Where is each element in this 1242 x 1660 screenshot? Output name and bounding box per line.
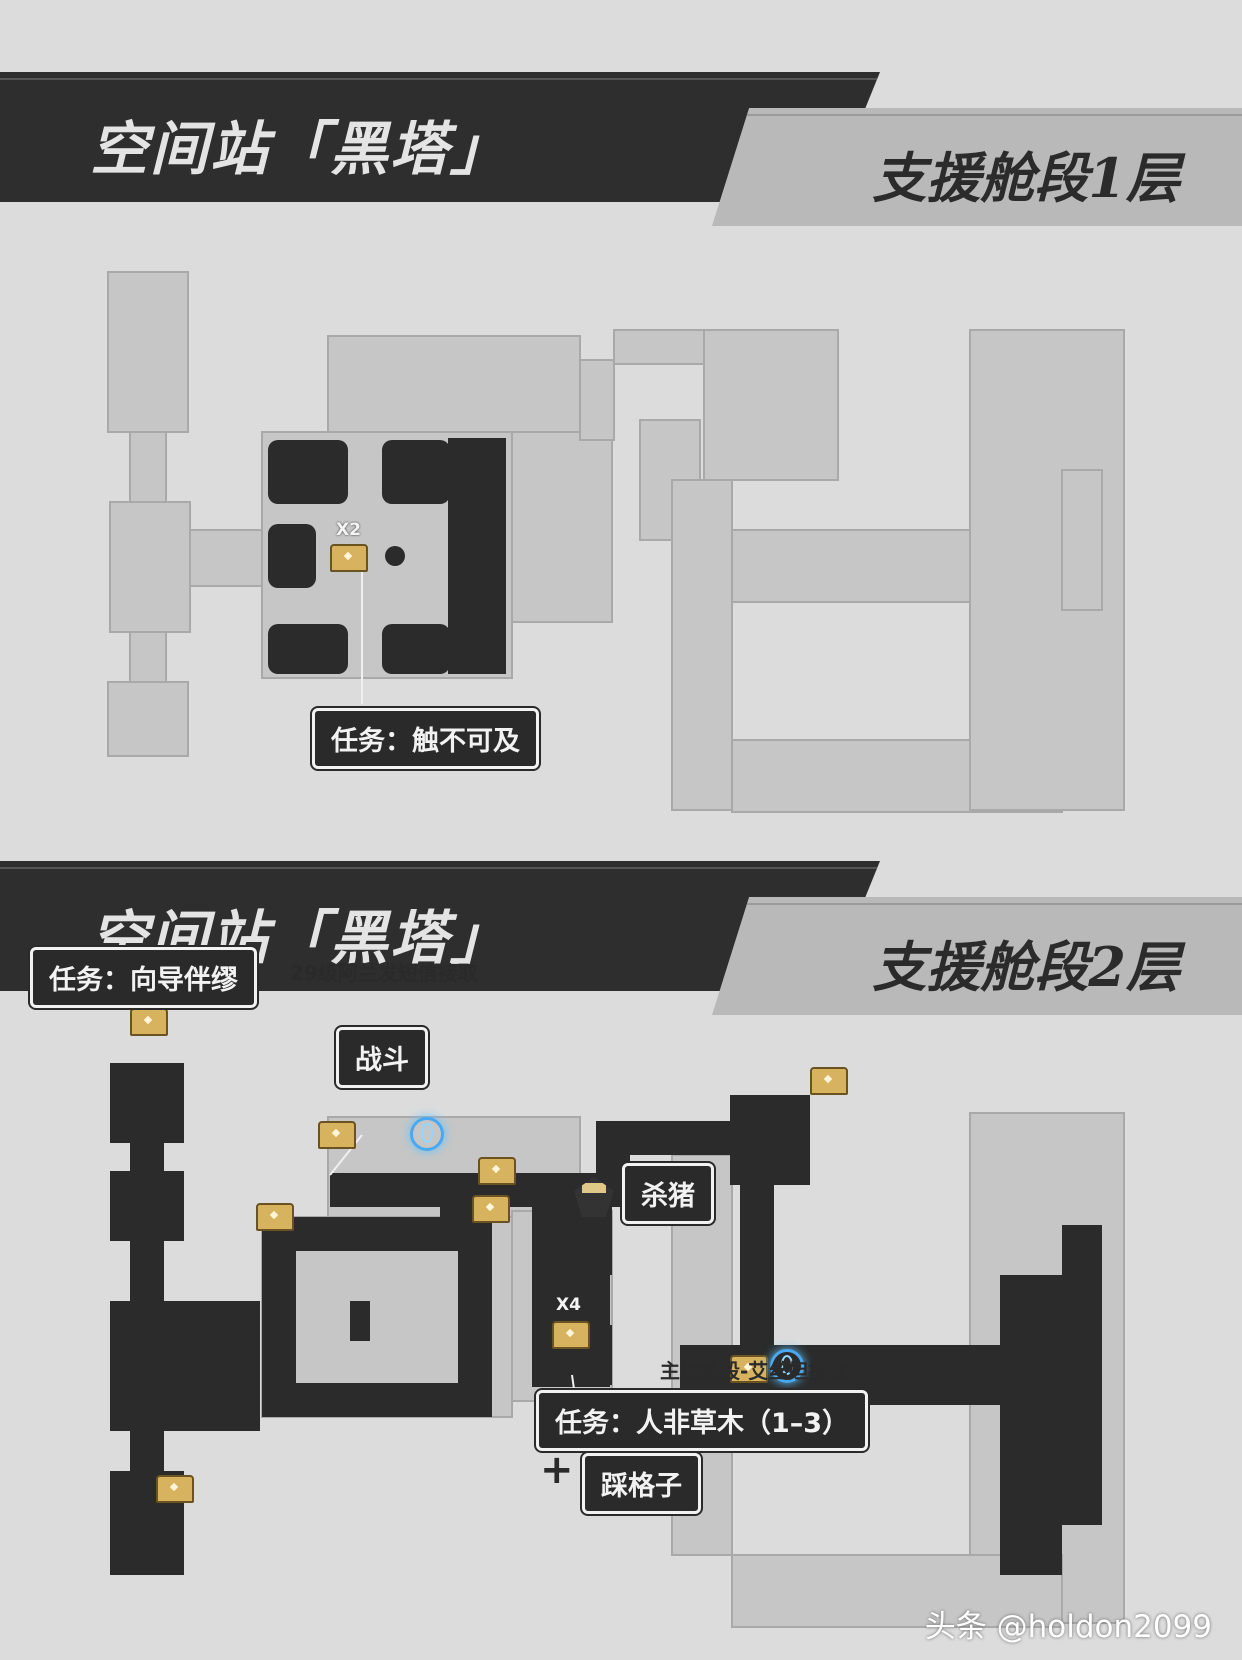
floor-title: 支援舱段2层 [872,935,1180,999]
chest-icon [810,1067,848,1095]
station-banner [0,72,880,202]
floor-banner [712,897,1242,1015]
floor-1-map [107,271,1125,813]
chest-icon [330,544,368,572]
station-title: 空间站「黑塔」 [90,115,511,183]
chest-count: X2 [336,520,361,540]
boar-label: 杀猪 [622,1163,714,1224]
chest-icon [730,1355,768,1383]
floor-banner [712,108,1242,226]
quest-guide-label: 任务：向导伴缪 [30,947,257,1008]
floor-2-section: 空间站「黑塔」 支援舱段2层 [0,855,1242,1660]
watermark: 头条 @holdon2099 [924,1609,1212,1645]
chest-icon [478,1157,516,1185]
floor-title: 支援舱段1层 [872,146,1180,210]
teleport-icon [410,1117,444,1151]
quest-label: 任务：人非草木（1–3） [536,1390,869,1451]
battle-label: 战斗 [336,1027,428,1088]
chest-icon [130,1008,168,1036]
plus-icon: + [540,1447,574,1493]
chest-count: X4 [556,1295,581,1315]
quest-note: 主控舱段-艾丝妲接取 [660,1359,849,1383]
floor-1-section: 空间站「黑塔」 支援舱段1层 [0,0,1242,850]
chest-icon [472,1195,510,1223]
chest-icon [552,1321,590,1349]
chest-icon [256,1203,294,1231]
chest-icon [318,1121,356,1149]
teleport-icon [770,1349,804,1383]
quest-guide-note: 29级阿兰发短信接取 [290,961,478,985]
grid-label: 踩格子 [582,1453,701,1514]
chest-icon [156,1475,194,1503]
quest-label: 任务：触不可及 [312,708,539,769]
